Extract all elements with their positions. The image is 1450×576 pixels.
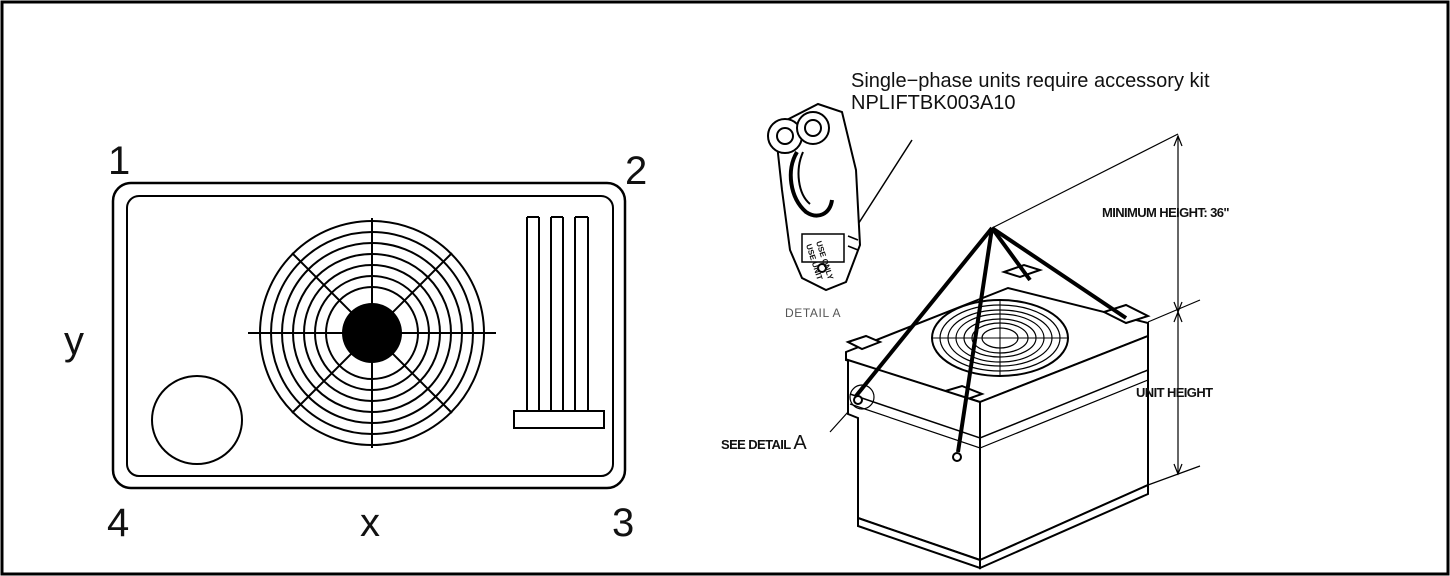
axis-label-y: y	[64, 319, 84, 363]
accessory-kit-note-line-1: Single−phase units require accessory kit	[851, 70, 1210, 92]
height-dimensions	[991, 133, 1201, 486]
axis-label-x: x	[360, 501, 380, 545]
compressor-icon	[151, 375, 243, 465]
strap-hook-corner	[952, 452, 962, 462]
detail-callout-circle	[849, 384, 875, 410]
detail-callout-leader	[829, 411, 849, 433]
see-detail-label: SEE DETAIL A	[721, 432, 807, 454]
corner-label-4: 4	[107, 501, 129, 545]
minimum-height-label: MINIMUM HEIGHT: 36"	[1102, 205, 1229, 220]
unit-fan-icon	[931, 299, 1069, 377]
fan-icon	[248, 218, 496, 448]
unit-outline-inner	[126, 195, 614, 477]
corner-label-3: 3	[612, 501, 634, 545]
unit-top-view: 1 2 3 4 x y	[64, 139, 647, 545]
strap-hook-front	[853, 395, 863, 405]
detail-a-label: DETAIL A	[785, 306, 841, 320]
unit-outline-outer	[111, 181, 627, 490]
lifting-straps	[854, 226, 1128, 453]
valve-bars	[513, 216, 605, 429]
rigging-illustration: Single−phase units require accessory kit…	[721, 70, 1230, 570]
unit-height-label: UNIT HEIGHT	[1136, 385, 1213, 400]
corner-label-1: 1	[108, 139, 130, 183]
corner-label-2: 2	[625, 149, 647, 193]
accessory-kit-note-line-2: NPLIFTBK003A10	[851, 92, 1016, 114]
detail-a-lifting-bracket	[767, 102, 862, 292]
